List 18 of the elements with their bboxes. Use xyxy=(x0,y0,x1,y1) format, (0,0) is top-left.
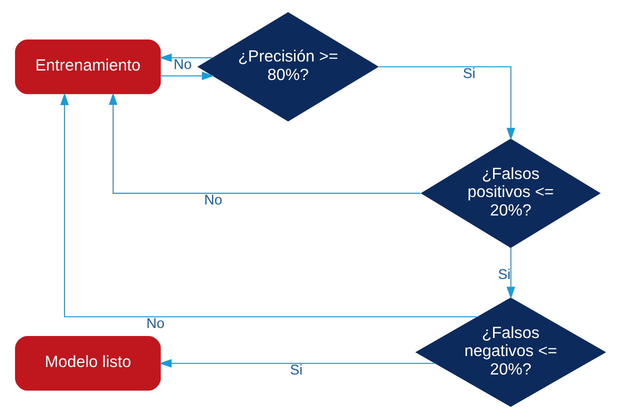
node-diamond: ¿Falsos positivos <= 20%? xyxy=(420,138,601,248)
arrow xyxy=(60,92,477,318)
edge-label: No xyxy=(146,316,165,332)
edge-label: Si xyxy=(462,66,476,82)
arrow xyxy=(161,72,214,80)
arrow xyxy=(159,359,435,368)
node-box: Entrenamiento xyxy=(15,39,161,94)
node-diamond: ¿Precisión >= 80%? xyxy=(197,12,379,122)
node-box: Modelo listo xyxy=(15,336,161,391)
arrow xyxy=(506,248,516,299)
arrow xyxy=(379,66,516,140)
arrow xyxy=(160,53,212,62)
edge-label: No xyxy=(174,57,192,74)
edge-label: Si xyxy=(498,266,511,283)
node-diamond: ¿Falsos negativos <= 20%? xyxy=(415,298,606,407)
edge-label: Si xyxy=(290,362,303,379)
arrow xyxy=(108,92,420,194)
edge-label: No xyxy=(204,192,222,209)
